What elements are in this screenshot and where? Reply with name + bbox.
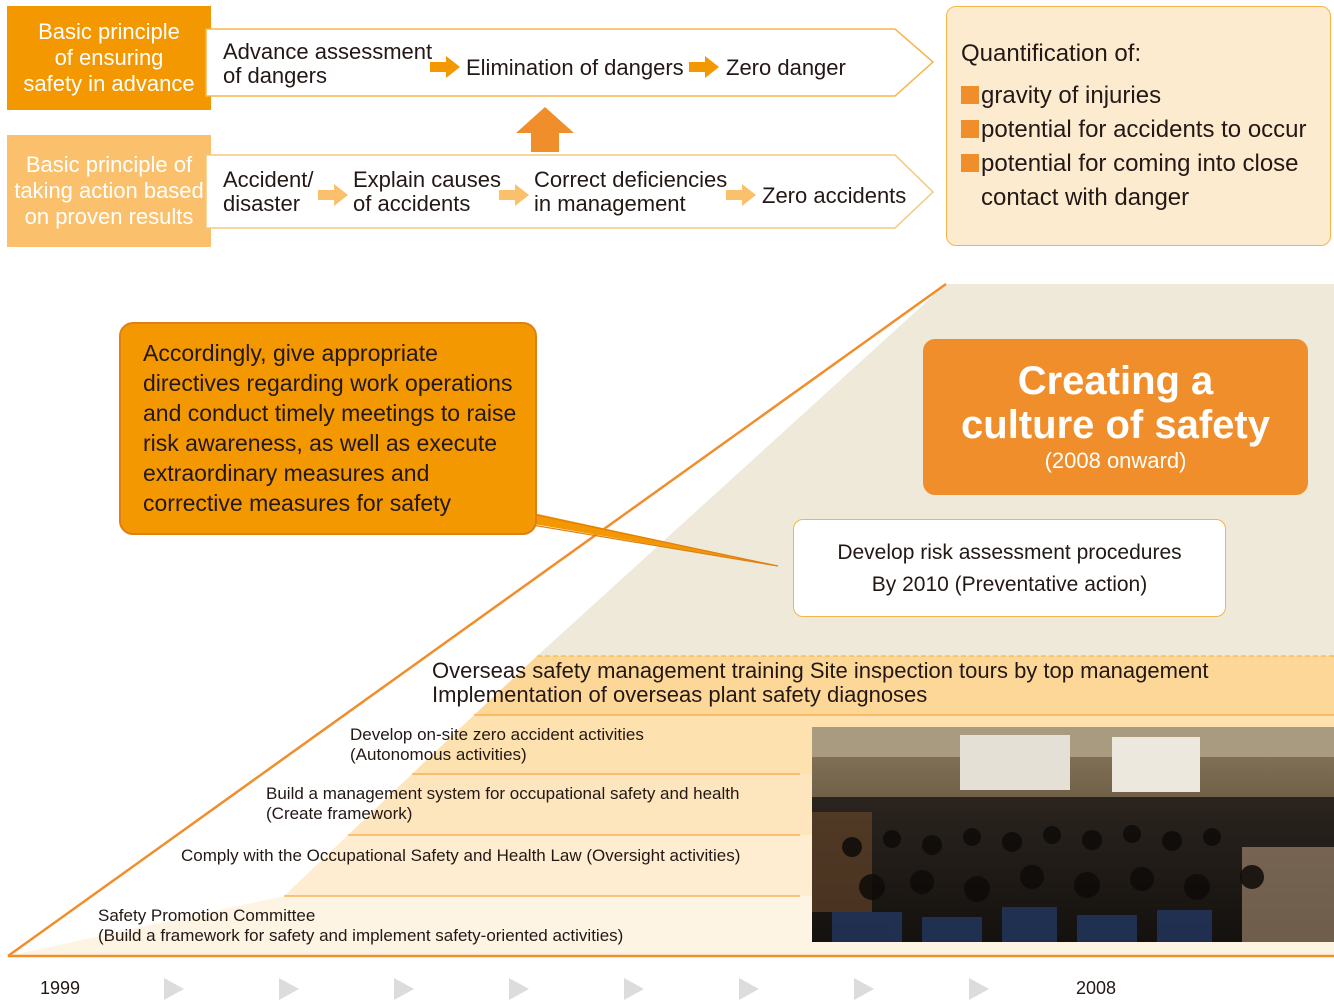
tier-zero-accident: Develop on-site zero accident activities… [350, 725, 644, 764]
triangle-right-icon [164, 978, 184, 1000]
arrow-right-icon [499, 184, 529, 206]
orange-square-icon [961, 154, 979, 172]
step-correct-deficiencies: Correct deficiencies in management [534, 167, 728, 216]
quantification-item: potential for accidents to occur [961, 113, 1322, 147]
triangle-right-icon [394, 978, 414, 1000]
culture-title: Creating a culture of safety [961, 359, 1270, 447]
step-advance-assessment: Advance assessment of dangers [223, 39, 433, 88]
arrow-right-icon [430, 56, 460, 78]
tier-overseas: Overseas safety management training Site… [432, 658, 1209, 707]
step-zero-danger: Zero danger [726, 55, 846, 80]
step-accident: Accident/ disaster [223, 167, 314, 216]
triangle-right-icon [969, 978, 989, 1000]
step-explain-causes: Explain causes of accidents [353, 167, 501, 216]
principle-results-arrow [205, 154, 935, 229]
arrow-right-icon [689, 56, 719, 78]
arrow-right-icon [318, 184, 348, 206]
timeline-end-year: 2008 [1076, 978, 1117, 998]
triangle-right-icon [624, 978, 644, 1000]
principle-advance-label: Basic principle of ensuring safety in ad… [7, 6, 211, 110]
triangle-right-icon [739, 978, 759, 1000]
triangle-right-icon [279, 978, 299, 1000]
seminar-photo-image [812, 727, 1334, 942]
callout-box: Accordingly, give appropriate directives… [119, 322, 537, 535]
quantification-item: gravity of injuries [961, 79, 1322, 113]
principle-results-label: Basic principle of taking action based o… [7, 135, 211, 247]
step-zero-accidents: Zero accidents [762, 183, 907, 208]
culture-title-box: Creating a culture of safety (2008 onwar… [923, 339, 1308, 495]
triangle-right-icon [509, 978, 529, 1000]
principle-advance-arrow [205, 28, 935, 97]
quantification-item: potential for coming into close contact … [961, 147, 1322, 215]
tier-comply-law: Comply with the Occupational Safety and … [181, 846, 741, 865]
culture-subtitle: (2008 onward) [1044, 448, 1187, 473]
quantification-box: Quantification of: gravity of injuries p… [946, 6, 1331, 246]
arrow-right-icon [726, 184, 756, 206]
quantification-title: Quantification of: [961, 40, 1142, 67]
up-arrow-icon [516, 107, 574, 152]
risk-assessment-box: Develop risk assessment procedures By 20… [793, 519, 1226, 617]
step-elimination: Elimination of dangers [466, 55, 684, 80]
orange-square-icon [961, 86, 979, 104]
tier-safety-committee: Safety Promotion Committee (Build a fram… [98, 906, 624, 945]
seminar-photo [812, 727, 1334, 942]
timeline-start-year: 1999 [40, 978, 81, 998]
tier-management-system: Build a management system for occupation… [266, 784, 740, 823]
triangle-right-icon [854, 978, 874, 1000]
orange-square-icon [961, 120, 979, 138]
